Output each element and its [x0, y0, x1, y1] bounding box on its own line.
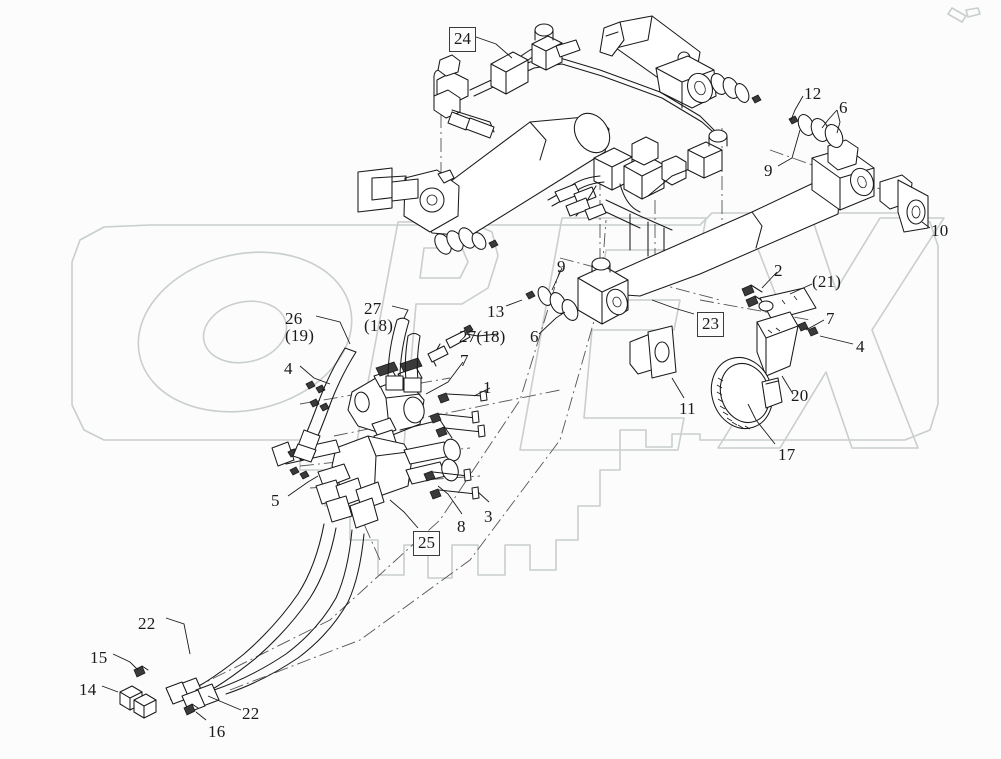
- callout-11: 11: [679, 399, 696, 418]
- callout-5: 5: [271, 491, 280, 510]
- callout-21: (21): [812, 272, 842, 291]
- callout-16: 16: [208, 722, 226, 741]
- callout-9: 9: [764, 161, 773, 180]
- callout-22: 22: [138, 614, 156, 633]
- callout-20: 20: [791, 386, 809, 405]
- valve-cluster-top: [547, 129, 728, 259]
- watermark-letter-e: [519, 217, 707, 451]
- watermark-letter-o-inner: [202, 300, 288, 364]
- cylinder-top-right: [599, 15, 762, 109]
- callout-14: 14: [79, 680, 97, 699]
- callout-3: 3: [484, 507, 493, 526]
- callout-15: 15: [90, 648, 108, 667]
- valve-manifold-assembly: [271, 357, 488, 529]
- cylinder-front: [525, 114, 929, 325]
- callout-24-boxed: 24: [449, 27, 476, 52]
- callout-1: 1: [483, 378, 492, 397]
- callout-7: 7: [460, 351, 469, 370]
- cylinder-rear: [357, 112, 611, 255]
- callout-22: 22: [242, 704, 260, 723]
- callout-17: 17: [778, 445, 796, 464]
- callout-8: 8: [457, 517, 466, 536]
- callout-10: 10: [931, 221, 949, 240]
- callout-4: 4: [284, 359, 293, 378]
- watermark-letter-o-outer: [137, 251, 353, 413]
- hose-set-lower: [119, 523, 365, 719]
- callout-6: 6: [530, 327, 539, 346]
- callout-12: 12: [804, 84, 822, 103]
- callout-2718: 27(18): [459, 327, 506, 346]
- callout-2718: 27 (18): [364, 299, 394, 335]
- callout-9: 9: [557, 257, 566, 276]
- callout-7: 7: [826, 309, 835, 328]
- bracket-and-clamp-group: [629, 284, 819, 430]
- tube-rails-assembly: [433, 23, 723, 141]
- leader-lines: [101, 36, 931, 721]
- callout-4: 4: [856, 337, 865, 356]
- watermark-small-mark: [947, 7, 967, 23]
- watermark-key-outline: [71, 212, 939, 579]
- callout-25-boxed: 25: [413, 531, 440, 556]
- callout-2619: 26 (19): [285, 309, 315, 345]
- callout-13: 13: [487, 302, 505, 321]
- callout-6: 6: [839, 98, 848, 117]
- callout-2: 2: [774, 261, 783, 280]
- hose-set-upper: [292, 317, 474, 463]
- callout-23-boxed: 23: [697, 312, 724, 337]
